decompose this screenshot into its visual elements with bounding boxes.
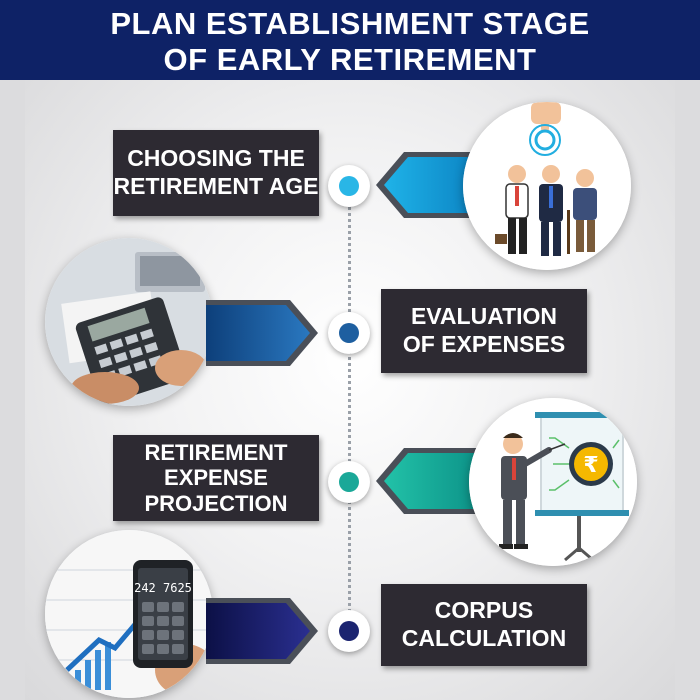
stage-1-label-line-2: RETIREMENT AGE [113,173,319,199]
svg-text:₹: ₹ [583,453,598,478]
stage-2-label-line-2: OF EXPENSES [402,331,566,357]
stage-3-label: RETIREMENT EXPENSE PROJECTION [113,435,319,521]
stage-3-node-dot [339,472,359,492]
stage-4-node [328,610,370,652]
stage-3-label-line-3: PROJECTION [144,490,288,516]
stage-4-label: CORPUS CALCULATION [381,584,587,666]
header-banner: PLAN ESTABLISHMENT STAGE OF EARLY RETIRE… [0,0,700,80]
stage-2-label: EVALUATION OF EXPENSES [381,289,587,373]
timeline-dotted-line [348,190,351,630]
stage-3-label-line-2: EXPENSE [164,465,268,491]
stage-1-label: CHOOSING THE RETIREMENT AGE [113,130,319,216]
stage-2-node [328,312,370,354]
stage-4-label-line-1: CORPUS [434,597,534,624]
stage-2-arrow [206,300,318,366]
phone-calculator-photo: 242 7625 [45,530,213,698]
page-title-line-2: OF EARLY RETIREMENT [163,42,537,77]
left-margin [0,80,25,700]
stage-4-label-line-2: CALCULATION [401,625,567,651]
stage-2-illustration [45,238,213,406]
stage-1-illustration [463,102,631,270]
stage-1-node [328,165,370,207]
phone-display: 242 7625 [134,581,192,595]
right-margin [675,80,700,700]
stage-2-node-dot [339,323,359,343]
calculator-photo [45,238,213,406]
stage-3-node [328,461,370,503]
stage-3-label-line-1: RETIREMENT [144,440,288,466]
rupee-presentation-icon: ₹ [469,398,637,566]
stage-3-illustration: ₹ [469,398,637,566]
stage-1-node-dot [339,176,359,196]
stage-4-node-dot [339,621,359,641]
stage-4-arrow [206,598,318,664]
stage-4-illustration: 242 7625 [45,530,213,698]
stage-2-label-line-1: EVALUATION [410,303,558,330]
stage-1-label-line-1: CHOOSING THE [127,145,305,172]
stage-1-arrow [376,152,486,218]
business-people-icon [463,102,631,270]
page-title-line-1: PLAN ESTABLISHMENT STAGE [110,6,590,41]
stage-3-arrow [376,448,486,514]
